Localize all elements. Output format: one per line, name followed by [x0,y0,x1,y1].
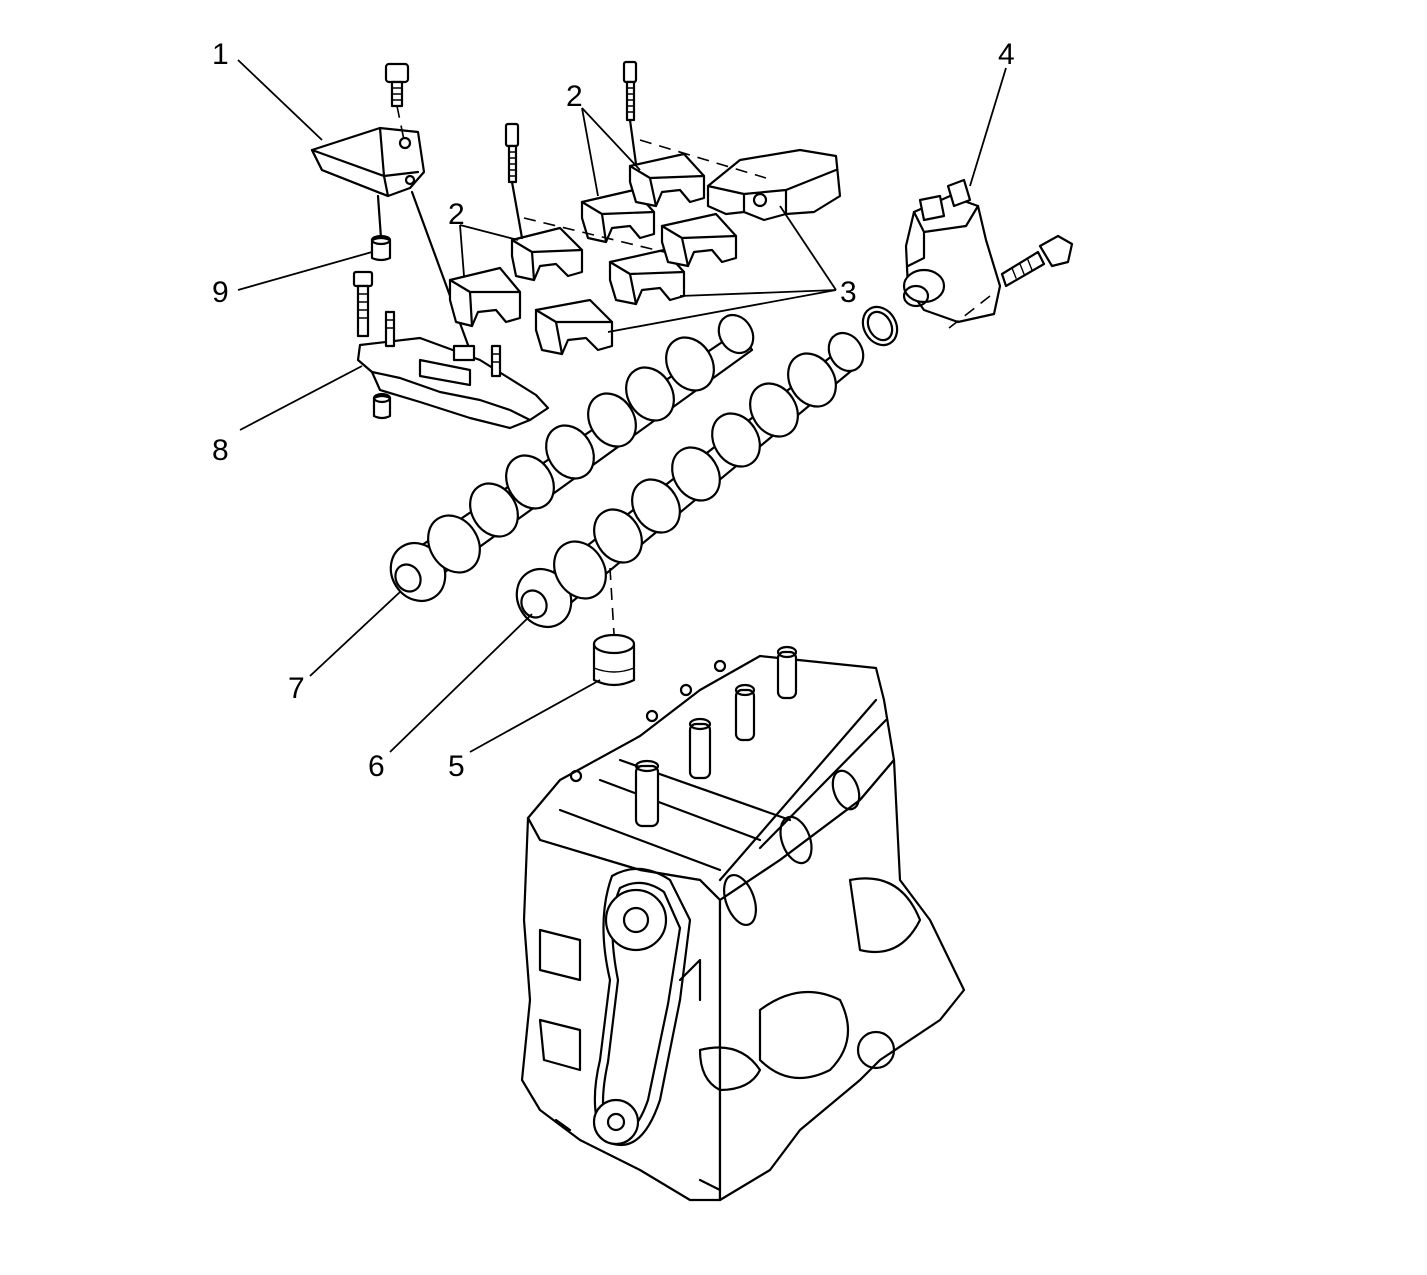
engine-block [520,645,966,1202]
valve-lifter [592,633,636,687]
callout-9: 9 [212,276,229,309]
callout-3: 3 [840,276,857,309]
callout-7: 7 [288,672,305,705]
o-ring-seal [861,305,899,347]
cam-actuator [902,178,1074,333]
camshaft-front [515,331,865,635]
camshaft-rear [389,313,755,603]
bolt-top-left [384,62,410,141]
callout-6: 6 [368,750,385,783]
callout-2-lower: 2 [448,198,465,231]
dowel-sleeve-upper [370,194,392,262]
callout-2-upper: 2 [566,80,583,113]
callout-8: 8 [212,434,229,467]
callout-1: 1 [212,38,229,71]
bearing-caps [448,60,842,356]
callout-5: 5 [448,750,465,783]
callout-labels: 1 2 2 3 4 5 6 7 8 9 [212,38,1015,783]
bracket-part [310,126,426,198]
callout-4: 4 [998,38,1015,71]
leader-lines [237,59,1007,753]
